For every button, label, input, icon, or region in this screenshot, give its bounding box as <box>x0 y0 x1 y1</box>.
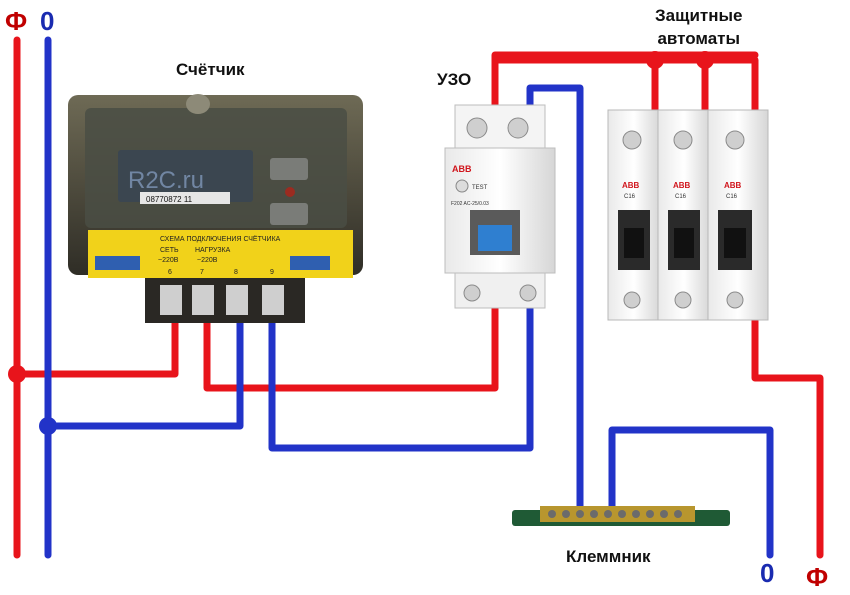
meter-terminal-number: 9 <box>270 269 274 276</box>
phase-to-meter-wire <box>13 316 179 378</box>
breaker-1-rating: C16 <box>624 194 636 200</box>
neutral-label-left: 0 <box>40 6 55 36</box>
bus-junction-2 <box>696 51 714 69</box>
breaker-3-rating: C16 <box>726 194 738 200</box>
meter-terminal-header: СХЕМА ПОДКЛЮЧЕНИЯ СЧЁТЧИКА <box>160 235 281 243</box>
bus-junction-1 <box>646 51 664 69</box>
breaker-3-brand: ABB <box>724 181 742 190</box>
breaker-2-rating: C16 <box>675 194 687 200</box>
meter-terminal-number: 7 <box>200 269 204 276</box>
rcd-brand: ABB <box>452 164 472 174</box>
phase-label-right: Ф <box>806 562 829 592</box>
meter-terminal-screws <box>160 285 284 315</box>
phase-meter-to-rcd-wire <box>203 296 499 392</box>
breaker-2-brand: ABB <box>673 181 691 190</box>
breaker-2: ABB C16 <box>657 109 711 321</box>
meter-label-load-voltage: ~220В <box>197 257 218 264</box>
breakers-label: Защитные автоматы <box>655 6 743 48</box>
neutral-junction <box>39 417 57 435</box>
meter-display <box>118 150 253 202</box>
terminal-block-label: Клеммник <box>566 547 651 566</box>
meter-terminal-number: 8 <box>234 269 238 276</box>
neutral-rcd-to-block-wire <box>526 84 584 524</box>
phase-bus-wire <box>491 56 759 114</box>
breaker-1-brand: ABB <box>622 181 640 190</box>
rcd-test-button <box>455 179 469 193</box>
meter-serial: 08770872 11 <box>146 195 193 204</box>
neutral-out-wire <box>608 426 774 559</box>
meter-led <box>285 187 295 197</box>
rcd-test-label: TEST <box>472 185 488 191</box>
neutral-wires <box>44 36 774 559</box>
circuit-breakers: ABB C16 ABB C16 ABB C16 <box>607 109 769 321</box>
neutral-to-meter-wire <box>44 316 244 430</box>
meter-aux-terminals-right <box>290 256 330 270</box>
meter-label: Счётчик <box>176 60 245 79</box>
terminal-block-bar <box>540 506 695 522</box>
meter-button-top <box>270 158 308 180</box>
phase-out-wire <box>751 311 824 559</box>
breaker-1: ABB C16 <box>607 109 661 321</box>
breaker-3: ABB C16 <box>707 109 769 321</box>
meter-label-load: НАГРУЗКА <box>195 247 231 254</box>
meter-label-net: СЕТЬ <box>160 247 179 254</box>
rcd-device: ABB TEST F202 AC-25/0.03 <box>444 104 556 309</box>
meter-watermark: R2C.ru <box>128 167 204 194</box>
meter-aux-terminals <box>95 256 140 270</box>
terminal-block <box>512 506 730 526</box>
phase-junction <box>8 365 26 383</box>
rcd-model: F202 AC-25/0.03 <box>451 201 489 207</box>
neutral-meter-to-rcd-wire <box>268 296 534 452</box>
phase-rcd-to-bus-wire <box>491 51 759 109</box>
rcd-label: УЗО <box>437 70 472 89</box>
rcd-toggle <box>478 225 512 251</box>
phase-label-left: Ф <box>5 6 28 36</box>
meter-button-bottom <box>270 203 308 225</box>
electricity-meter: R2C.ru 08770872 11 СХЕМА ПОДКЛЮЧЕНИЯ СЧЁ… <box>68 94 363 323</box>
neutral-label-right: 0 <box>760 558 775 588</box>
meter-terminal-number: 6 <box>168 269 172 276</box>
junction-dots <box>8 51 714 435</box>
meter-label-net-voltage: ~220В <box>158 257 179 264</box>
meter-seal <box>186 94 210 114</box>
